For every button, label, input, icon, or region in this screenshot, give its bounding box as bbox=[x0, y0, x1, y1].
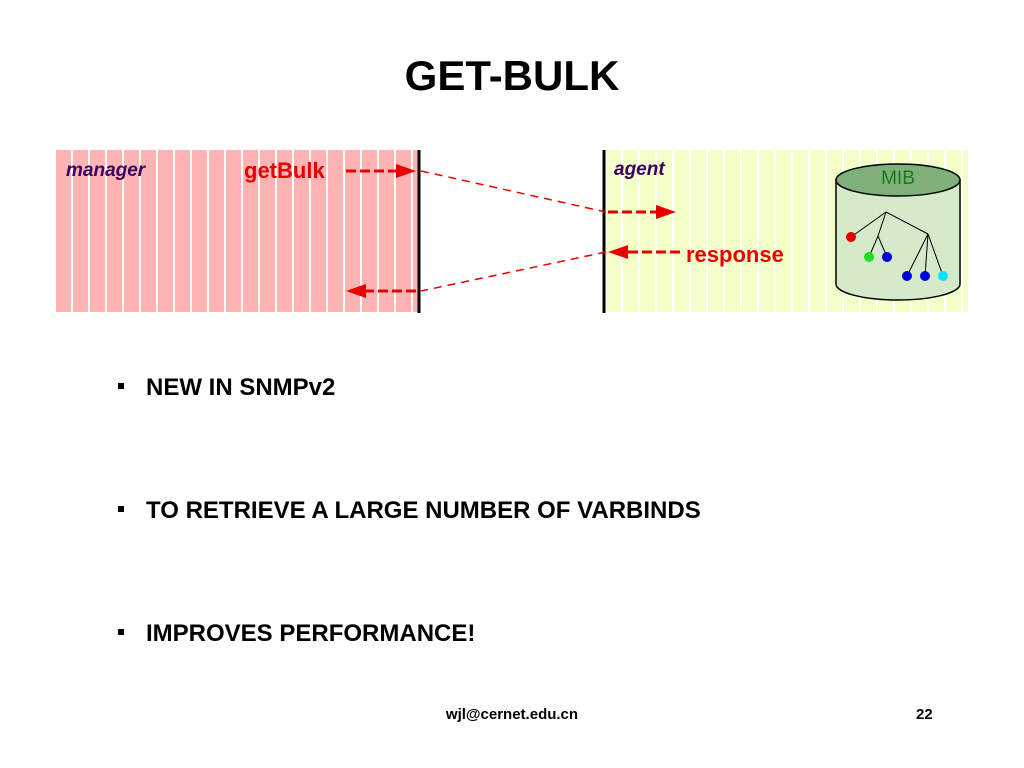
mib-label: MIB bbox=[881, 168, 915, 189]
request-wire-line bbox=[420, 170, 607, 213]
manager-panel bbox=[56, 150, 418, 312]
blue-node-dot bbox=[902, 271, 912, 281]
page-number: 22 bbox=[916, 706, 933, 723]
request-arrow bbox=[346, 164, 416, 178]
red-node-dot bbox=[846, 232, 856, 242]
manager-label: manager bbox=[66, 160, 147, 181]
slide-title: GET-BULK bbox=[404, 52, 620, 99]
response-wire-line bbox=[420, 251, 607, 292]
request-arrow-agent-side bbox=[608, 205, 676, 219]
cyan-node-dot bbox=[938, 271, 948, 281]
get-bulk-label: getBulk bbox=[244, 158, 325, 183]
response-label: response bbox=[686, 242, 784, 267]
agent-label: agent bbox=[614, 159, 665, 180]
bullet-item: NEW IN SNMPv2 bbox=[118, 374, 335, 402]
bullet-item: TO RETRIEVE A LARGE NUMBER OF VARBINDS bbox=[118, 497, 701, 525]
green-node-dot bbox=[864, 252, 874, 262]
blue-node-dot bbox=[920, 271, 930, 281]
response-arrow bbox=[608, 245, 680, 259]
bullet-square-icon bbox=[118, 505, 124, 512]
blue-node-dot bbox=[882, 252, 892, 262]
footer-email: wjl@cernet.edu.cn bbox=[445, 706, 579, 723]
response-arrow-manager-side bbox=[346, 284, 416, 298]
bullet-item: IMPROVES PERFORMANCE! bbox=[118, 620, 475, 648]
mib-cylinder: MIB bbox=[835, 163, 961, 301]
bullet-square-icon bbox=[118, 628, 124, 635]
bullet-square-icon bbox=[118, 382, 124, 389]
